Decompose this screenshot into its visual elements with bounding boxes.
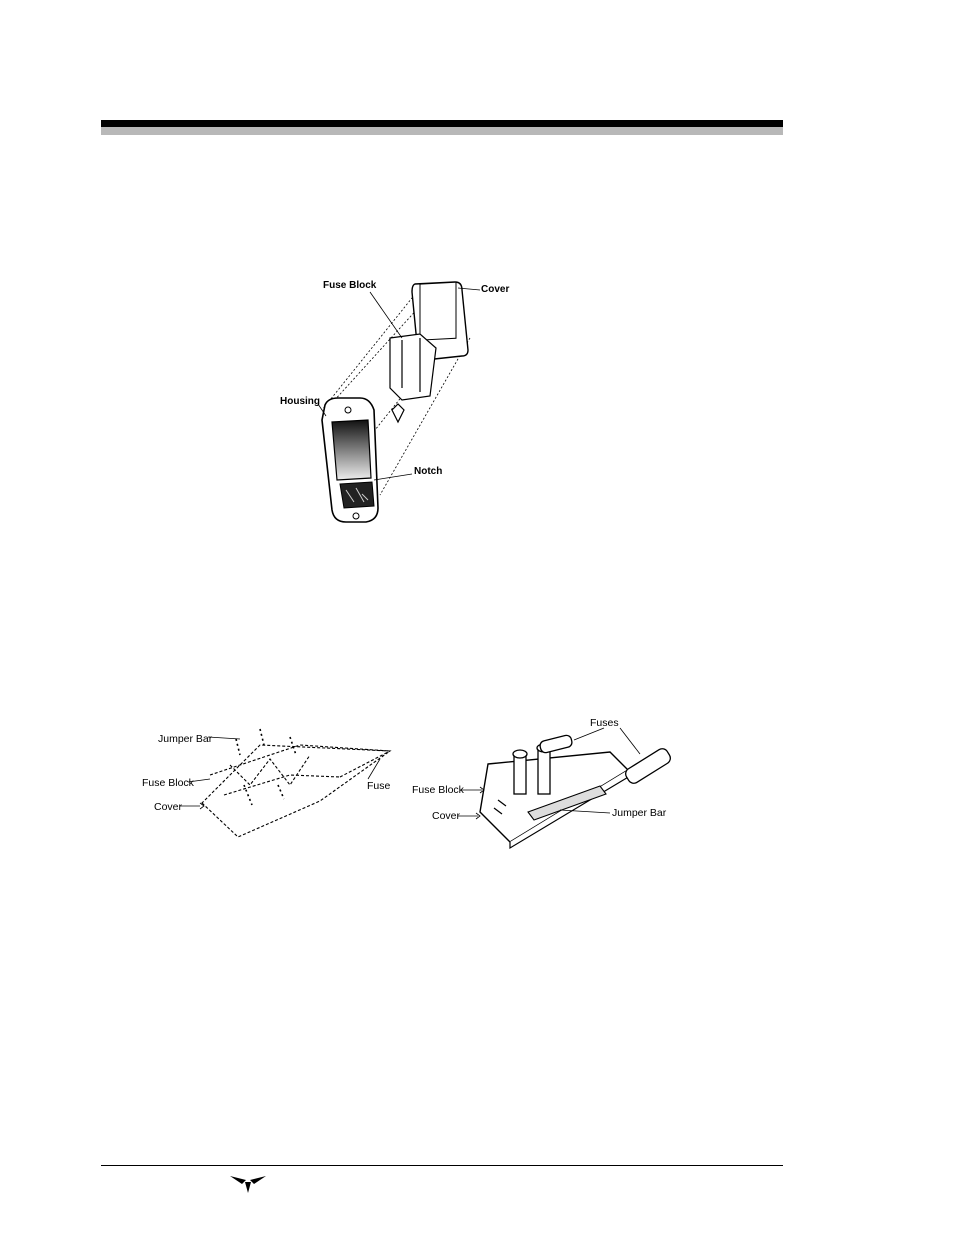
housing-label: Housing [280, 396, 320, 407]
housing-part [322, 398, 378, 522]
fuses-label: Fuses [590, 717, 619, 729]
jumper-bar-label: Jumper Bar [612, 807, 667, 819]
power-entry-module-figure: Fuse Block Cover Housing Notch [270, 270, 530, 540]
jumper-bar-label: Jumper Bar [158, 733, 213, 745]
cover-label: Cover [432, 810, 461, 822]
notch-label: Notch [414, 466, 442, 477]
header-rule-shadow [101, 127, 783, 135]
footer-rule [101, 1165, 783, 1166]
teledyne-logo-icon [228, 1172, 268, 1194]
fuse-block-dual-drawing: Fuses Fuse Block Cover Jumper Bar [410, 712, 680, 852]
fuse-block-label: Fuse Block [142, 777, 195, 789]
cover-label: Cover [481, 284, 509, 295]
power-entry-module-drawing: Fuse Block Cover Housing Notch [270, 270, 530, 540]
fuse-block-dual-figure: Fuses Fuse Block Cover Jumper Bar [410, 712, 680, 852]
fuse-block-label: Fuse Block [323, 280, 377, 291]
fuse-block-label: Fuse Block [412, 784, 465, 796]
fuse-block-single-figure: Jumper Bar Fuse Block Cover Fuse [140, 715, 400, 845]
fuse-label: Fuse [367, 780, 391, 792]
header-rule [101, 120, 783, 127]
screw-icon [392, 404, 404, 422]
fuse-block-single-drawing: Jumper Bar Fuse Block Cover Fuse [140, 715, 400, 845]
cover-label: Cover [154, 801, 183, 813]
